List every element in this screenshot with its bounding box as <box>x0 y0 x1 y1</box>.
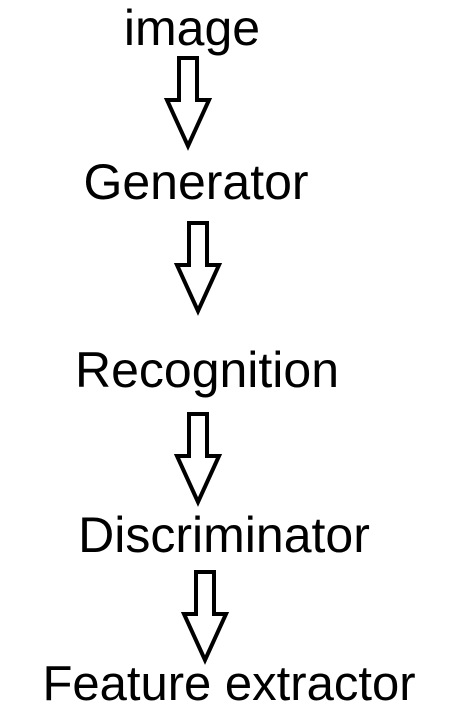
node-recognition: Recognition <box>74 342 340 398</box>
arrow-down-icon <box>173 221 223 316</box>
node-generator: Generator <box>83 154 309 210</box>
node-discriminator: Discriminator <box>78 507 370 563</box>
arrow-down-icon <box>163 56 213 151</box>
node-feature-extractor: Feature extractor <box>42 657 416 711</box>
arrow-down-icon <box>180 570 230 665</box>
arrow-down-icon <box>173 412 223 507</box>
node-image: image <box>123 0 261 56</box>
